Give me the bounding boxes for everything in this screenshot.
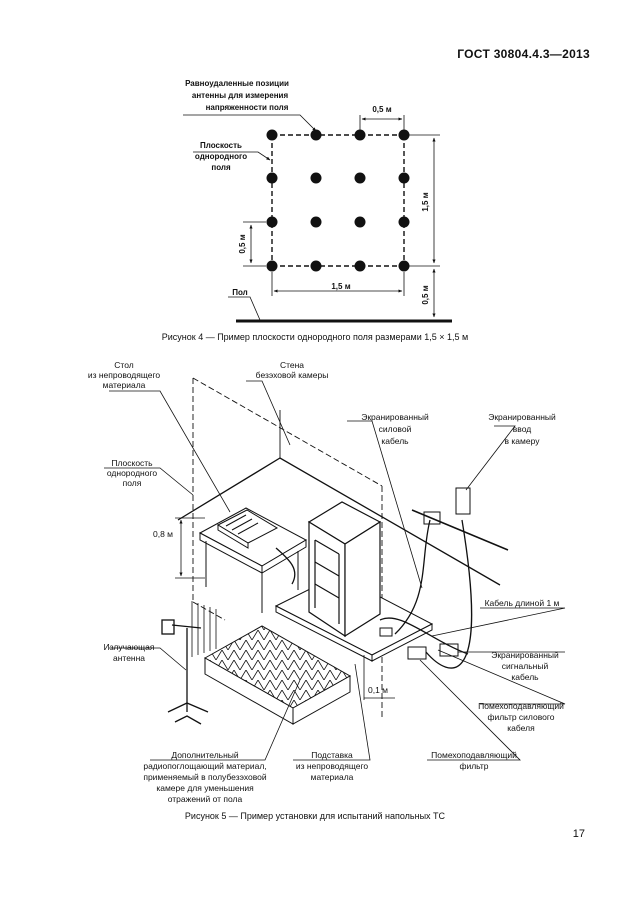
label-power-filter-2: фильтр силового — [487, 712, 554, 722]
uniform-field-plane — [271, 134, 405, 267]
dim-floor-label: 0,5 м — [421, 285, 430, 304]
cables — [275, 519, 473, 669]
uniform-field-plane-5 — [192, 377, 383, 718]
label-antenna-2: антенна — [113, 653, 145, 663]
label-plane-2: однородного — [195, 152, 247, 161]
label-support-3: материала — [311, 772, 354, 782]
label-absorber-1: Дополнительный — [171, 750, 239, 760]
floor-standing-eut — [307, 501, 382, 638]
dim-top — [359, 115, 405, 130]
label-absorber-5: отражений от пола — [168, 794, 243, 804]
label-entry-3: в камеру — [505, 436, 541, 446]
label-positions-3: напряженности поля — [206, 103, 289, 112]
label-power-filter-3: кабеля — [507, 723, 535, 733]
label-wall-1: Стена — [280, 360, 304, 370]
label-entry-1: Экранированный — [488, 412, 556, 422]
label-plane5-2: однородного — [107, 468, 157, 478]
label-entry-2: ввод — [513, 424, 531, 434]
dim-01-label: 0,1 м — [368, 685, 388, 695]
label-power-cable-2: силовой — [379, 424, 412, 434]
label-wall-2: безэховой камеры — [256, 370, 329, 380]
page-number: 17 — [572, 828, 585, 840]
label-table-1: Стол — [114, 360, 133, 370]
label-filter-1: Помехоподавляющий — [431, 750, 517, 760]
label-plane5-1: Плоскость — [111, 458, 153, 468]
document-number: ГОСТ 30804.4.3—2013 — [457, 47, 590, 61]
antenna-positions — [266, 129, 410, 272]
label-power-filter-1: Помехоподавляющий — [478, 701, 564, 711]
label-floor: Пол — [232, 288, 248, 297]
label-absorber-2: радиопоглощающий материал, — [143, 761, 266, 771]
label-signal-cable-3: кабель — [511, 672, 539, 682]
label-absorber-4: камере для уменьшения — [156, 783, 254, 793]
figure-5: Стол из непроводящего материала Стена бе… — [88, 360, 566, 804]
label-plane5-3: поля — [123, 478, 142, 488]
dim-bottom-label: 1,5 м — [331, 282, 350, 291]
label-table-2: из непроводящего — [88, 370, 161, 380]
label-plane-1: Плоскость — [200, 141, 242, 150]
dim-right-label: 1,5 м — [421, 192, 430, 211]
label-signal-cable-1: Экранированный — [491, 650, 559, 660]
label-filter-2: фильтр — [459, 761, 488, 771]
label-positions-1: Равноудаленные позиции — [185, 79, 289, 88]
dim-left-label: 0,5 м — [238, 234, 247, 253]
floor-absorber — [203, 625, 352, 725]
dim-08-label: 0,8 м — [153, 529, 173, 539]
figure-4: Равноудаленные позиции антенны для измер… — [183, 79, 452, 323]
label-support-2: из непроводящего — [296, 761, 369, 771]
dim-right — [409, 134, 440, 318]
label-support-1: Подставка — [311, 750, 353, 760]
dim-left — [243, 221, 266, 267]
dim-bottom — [271, 272, 405, 296]
nonconductive-table — [198, 507, 308, 613]
dim-top-label: 0,5 м — [372, 105, 391, 114]
shielded-entry — [423, 487, 471, 525]
dim-01 — [363, 655, 395, 700]
label-power-cable-1: Экранированный — [361, 412, 429, 422]
label-cable-length: Кабель длиной 1 м — [485, 598, 560, 608]
dim-08 — [175, 517, 205, 579]
figure-5-caption: Рисунок 5 — Пример установки для испытан… — [184, 811, 446, 821]
label-absorber-3: применяемый в полубезэховой — [143, 772, 267, 782]
label-table-3: материала — [103, 380, 146, 390]
figure-4-caption: Рисунок 4 — Пример плоскости однородного… — [161, 332, 469, 342]
label-antenna-1: Излучающая — [104, 642, 155, 652]
label-plane-3: поля — [211, 163, 231, 172]
leaders — [104, 380, 566, 761]
label-power-cable-3: кабель — [381, 436, 409, 446]
label-positions-2: антенны для измерения — [192, 91, 289, 100]
label-signal-cable-2: сигнальный — [502, 661, 549, 671]
radiating-antenna — [161, 601, 217, 725]
